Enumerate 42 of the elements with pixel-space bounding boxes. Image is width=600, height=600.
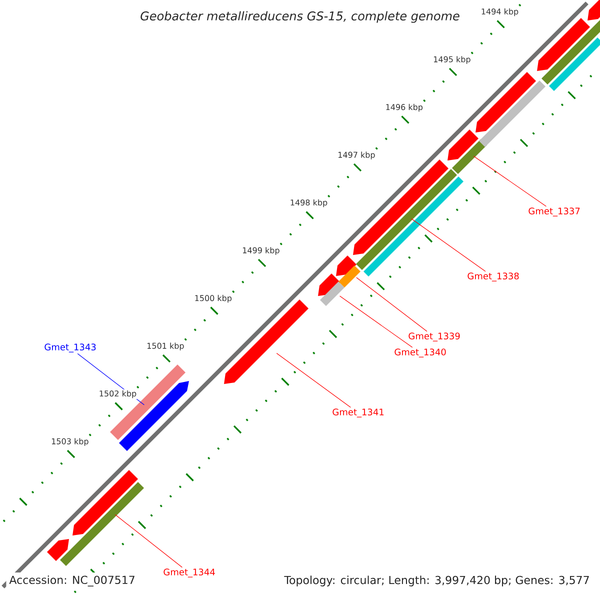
gene-feature	[549, 38, 600, 91]
tick-label: 1499 kbp	[241, 246, 281, 256]
gene-feature	[338, 266, 360, 288]
tick-label: 1503 kbp	[50, 437, 90, 447]
topology-text: Topology: circular; Length: 3,997,420 bp; Genes: 3,577	[284, 576, 589, 586]
gene-label: Gmet_1340	[394, 348, 446, 358]
gene-label: Gmet_1343	[44, 344, 96, 352]
tick-label: 1495 kbp	[432, 55, 472, 65]
gene-label: Gmet_1344	[164, 568, 215, 578]
title: Geobacter metallireducens GS-15, complete genome	[140, 11, 460, 23]
gene-feature	[448, 130, 478, 160]
gene-feature	[356, 169, 457, 270]
leader-line	[356, 277, 428, 332]
gene-feature	[336, 256, 356, 276]
tick-label: 1497 kbp	[336, 150, 376, 160]
tick-label: 1496 kbp	[384, 102, 424, 113]
gene-label: Gmet_1339	[408, 332, 460, 342]
gene-feature	[364, 176, 464, 276]
gene-feature	[353, 160, 448, 255]
tick-label: 1502 kbp	[98, 389, 138, 400]
leader-line	[410, 218, 486, 272]
gene-label: Gmet_1337	[528, 208, 580, 216]
gene-label: Gmet_1338	[468, 272, 519, 282]
gene-label: Gmet_1341	[332, 408, 384, 418]
gene-feature	[452, 139, 487, 174]
gene-feature	[119, 381, 189, 451]
tick-label: 1494 kbp	[480, 7, 520, 18]
leader-line	[276, 352, 351, 408]
gene-feature	[476, 72, 536, 132]
tick-label: 1501 kbp	[146, 342, 186, 352]
accession-text: Accession: NC_007517	[6, 572, 138, 590]
gene-feature	[537, 18, 590, 71]
tick-label: 1498 kbp	[288, 198, 329, 208]
gene-feature	[542, 20, 600, 84]
tick-label: 1500 kbp	[193, 294, 233, 304]
gene-feature	[72, 470, 138, 536]
gene-feature	[320, 282, 344, 306]
gene-feature	[479, 80, 546, 147]
gene-feature	[60, 482, 144, 566]
leader-line	[340, 296, 413, 348]
gene-feature	[47, 539, 69, 561]
gene-feature	[588, 0, 600, 20]
